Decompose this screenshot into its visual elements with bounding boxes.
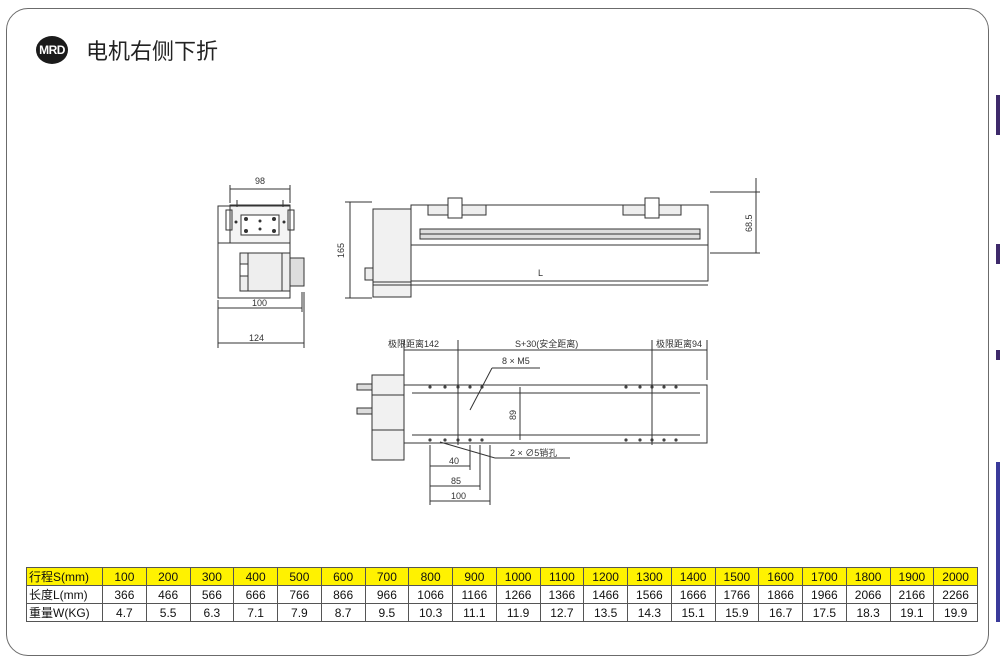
spec-cell: 300 [189, 567, 235, 586]
spec-cell: 12.7 [539, 603, 585, 622]
dim-limit-142: 极限距离142 [388, 338, 439, 349]
side-view [345, 178, 760, 299]
spec-cell: 800 [408, 567, 453, 586]
spec-cell: 2066 [845, 585, 891, 604]
spec-cell: 2166 [889, 585, 935, 604]
spec-row-label: 重量W(KG) [26, 603, 103, 622]
spec-cell: 2000 [933, 567, 978, 586]
spec-cell: 15.9 [714, 603, 760, 622]
spec-cell: 600 [320, 567, 366, 586]
dim-100-top: 100 [451, 491, 466, 501]
spec-cell: 1566 [627, 585, 672, 604]
spec-cell: 5.5 [145, 603, 191, 622]
spec-cell: 8.7 [320, 603, 366, 622]
dim-124: 124 [249, 333, 264, 343]
spec-cell: 666 [233, 585, 278, 604]
dim-85: 85 [451, 476, 461, 486]
spec-cell: 866 [320, 585, 366, 604]
page-title: 电机右侧下折 [86, 40, 219, 65]
spec-cell: 9.5 [364, 603, 410, 622]
spec-cell: 766 [277, 585, 322, 604]
spec-cell: 1100 [539, 567, 585, 586]
dim-89: 89 [508, 410, 518, 420]
spec-cell: 1200 [583, 567, 628, 586]
spec-cell: 1366 [539, 585, 585, 604]
spec-cell: 1700 [802, 567, 847, 586]
edge-mark-1 [996, 95, 1000, 135]
spec-cell: 2266 [933, 585, 978, 604]
spec-cell: 966 [364, 585, 410, 604]
spec-cell: 1866 [758, 585, 803, 604]
spec-cell: 7.1 [233, 603, 278, 622]
spec-cell: 1666 [670, 585, 716, 604]
edge-mark-3 [996, 350, 1000, 360]
spec-cell: 1900 [889, 567, 935, 586]
spec-cell: 1166 [452, 585, 497, 604]
spec-cell: 1000 [495, 567, 541, 586]
spec-cell: 15.1 [670, 603, 716, 622]
top-view [356, 340, 708, 505]
dim-98: 98 [255, 176, 265, 186]
spec-cell: 17.5 [802, 603, 847, 622]
spec-cell: 13.5 [583, 603, 628, 622]
dim-length-L: L [538, 268, 543, 278]
spec-cell: 1066 [408, 585, 453, 604]
dim-limit-94: 极限距离94 [656, 338, 702, 349]
dim-165: 165 [336, 243, 346, 258]
edge-mark-2 [996, 244, 1000, 264]
spec-cell: 100 [102, 567, 147, 586]
spec-cell: 1800 [845, 567, 891, 586]
spec-cell: 19.1 [889, 603, 935, 622]
end-view [217, 185, 305, 348]
dim-40: 40 [449, 456, 459, 466]
spec-cell: 466 [145, 585, 191, 604]
spec-cell: 500 [277, 567, 322, 586]
spec-cell: 1500 [714, 567, 760, 586]
spec-cell: 11.9 [495, 603, 541, 622]
dim-68-5: 68.5 [744, 214, 754, 232]
spec-cell: 4.7 [102, 603, 147, 622]
spec-cell: 18.3 [845, 603, 891, 622]
spec-cell: 1600 [758, 567, 803, 586]
spec-cell: 366 [102, 585, 147, 604]
brand-logo: MRD [36, 36, 68, 64]
note-m5-holes: 8 × M5 [502, 356, 530, 366]
spec-cell: 1466 [583, 585, 628, 604]
spec-cell: 400 [233, 567, 278, 586]
spec-cell: 19.9 [933, 603, 978, 622]
spec-cell: 1766 [714, 585, 760, 604]
spec-cell: 200 [145, 567, 191, 586]
spec-cell: 14.3 [627, 603, 672, 622]
spec-cell: 566 [189, 585, 235, 604]
spec-cell: 11.1 [452, 603, 497, 622]
note-pin-holes: 2 × ∅5销孔 [510, 447, 557, 458]
spec-cell: 6.3 [189, 603, 235, 622]
spec-cell: 1966 [802, 585, 847, 604]
spec-cell: 700 [364, 567, 410, 586]
page-frame [6, 8, 989, 656]
dim-100-end: 100 [252, 298, 267, 308]
spec-row-label: 行程S(mm) [26, 567, 103, 586]
spec-cell: 10.3 [408, 603, 453, 622]
edge-mark-4 [996, 462, 1000, 622]
spec-row-label: 长度L(mm) [26, 585, 103, 604]
spec-cell: 1266 [495, 585, 541, 604]
dim-stroke: S+30(安全距离) [515, 338, 578, 349]
spec-cell: 900 [452, 567, 497, 586]
spec-cell: 1400 [670, 567, 716, 586]
technical-drawing: 98 100 124 165 68.5 L 极限距离142 S+30(安全距离)… [217, 176, 760, 505]
spec-cell: 7.9 [277, 603, 322, 622]
spec-cell: 16.7 [758, 603, 803, 622]
spec-cell: 1300 [627, 567, 672, 586]
